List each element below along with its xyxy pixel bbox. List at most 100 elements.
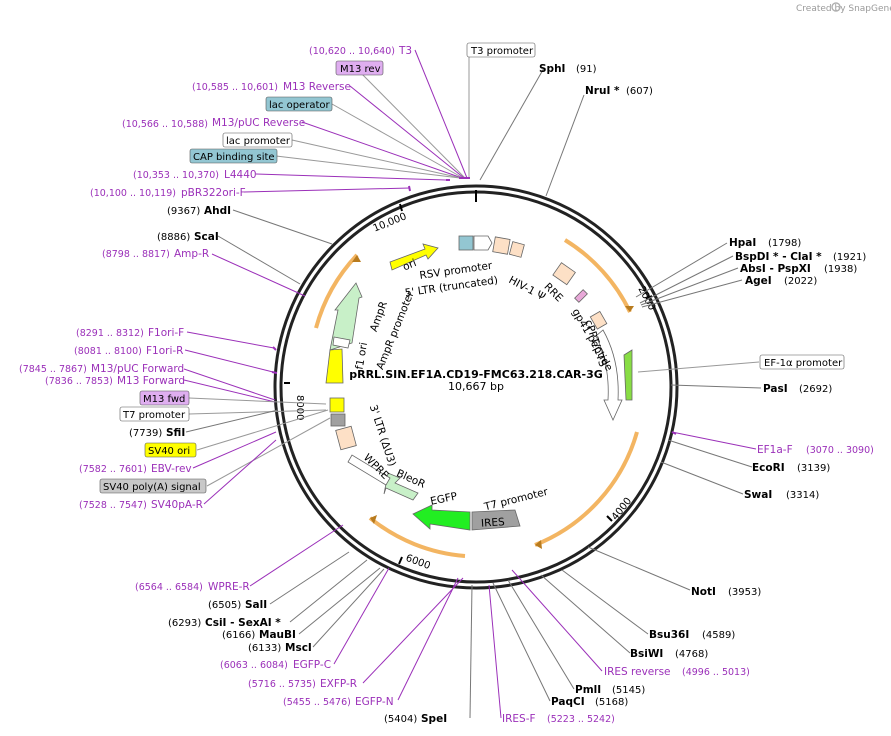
primer-name-ires-reverse[interactable]: IRES reverse bbox=[604, 666, 671, 678]
primer-name-m13puc-forward[interactable]: M13/pUC Forward bbox=[91, 363, 184, 375]
enzyme-pos-bspdi-clai: (1921) bbox=[833, 252, 866, 263]
box-label-t3-promoter[interactable]: T3 promoter bbox=[470, 46, 534, 57]
box-label-m13fwd[interactable]: M13 fwd bbox=[143, 394, 185, 405]
enzyme-name-pmli[interactable]: PmlI bbox=[575, 684, 601, 696]
primer-range-ires-reverse: (4996 .. 5013) bbox=[682, 667, 750, 678]
enzyme-name-bspdi-clai[interactable]: BspDI * - ClaI * bbox=[735, 251, 822, 263]
primer-marks bbox=[271, 177, 677, 435]
tick-mark-10000 bbox=[399, 203, 403, 212]
primer-name-ebv-rev[interactable]: EBV-rev bbox=[151, 463, 192, 475]
lac-promoter-box bbox=[222, 132, 293, 148]
primer-range-m13-reverse: (10,585 .. 10,601) bbox=[192, 82, 278, 93]
enzyme-name-bsiwi[interactable]: BsiWI bbox=[630, 648, 663, 660]
tick-label-4000: 4000 bbox=[610, 496, 634, 523]
enzyme-name-noti[interactable]: NotI bbox=[691, 586, 716, 598]
primer-name-l4440[interactable]: L4440 bbox=[224, 169, 257, 181]
enzyme-name-ahdi[interactable]: AhdI bbox=[204, 205, 231, 217]
backbone-outer bbox=[273, 184, 679, 590]
enzyme-pos-sfii: (7739) bbox=[129, 428, 162, 439]
enzyme-name-sfii[interactable]: SfiI bbox=[166, 427, 185, 439]
enzyme-pos-msci: (6133) bbox=[248, 643, 281, 654]
tick-mark-2000 bbox=[645, 295, 653, 300]
enzyme-name-msci[interactable]: MscI bbox=[285, 642, 312, 654]
feature-label-egfp: EGFP bbox=[429, 490, 458, 507]
box-label-cap-site[interactable]: CAP binding site bbox=[193, 152, 275, 163]
enzyme-pos-pasi: (2692) bbox=[799, 384, 832, 395]
feature-label-ampr: AmpR bbox=[368, 300, 390, 334]
enzyme-name-sali[interactable]: SalI bbox=[245, 599, 267, 611]
primer-name-sv40pa-r[interactable]: SV40pA-R bbox=[151, 499, 203, 511]
box-label-ef1a-promoter[interactable]: EF-1α promoter bbox=[764, 358, 843, 369]
primer-name-f1ori-f[interactable]: F1ori-F bbox=[148, 327, 184, 339]
enzyme-pos-noti: (3953) bbox=[728, 587, 761, 598]
enzyme-name-ecori[interactable]: EcoRI bbox=[752, 462, 785, 474]
feature-label-f1ori: f1 ori bbox=[354, 341, 371, 370]
enzyme-name-sphi[interactable]: SphI bbox=[539, 63, 565, 75]
primer-range-egfp-n: (5455 .. 5476) bbox=[283, 697, 351, 708]
plasmid-name: pRRL.SIN.EF1A.CD19-FMC63.218.CAR-3G bbox=[349, 368, 603, 381]
snapgene-logo-icon bbox=[831, 2, 841, 12]
primer-range-pbr322: (10,100 .. 10,119) bbox=[90, 188, 176, 199]
enzyme-name-paqci[interactable]: PaqCI bbox=[551, 696, 585, 708]
primer-range-ires-f: (5223 .. 5242) bbox=[547, 714, 615, 725]
feature-label-rre: RRE bbox=[542, 281, 566, 305]
primer-range-wpre-r: (6564 .. 6584) bbox=[135, 582, 203, 593]
enzyme-name-csii-sexai[interactable]: CsiI - SexAI * bbox=[205, 617, 281, 629]
tick-mark-4000 bbox=[606, 515, 613, 522]
primer-range-exfp-r: (5716 .. 5735) bbox=[248, 679, 316, 690]
enzyme-name-nrui[interactable]: NruI * bbox=[585, 85, 620, 97]
primer-name-ef1a-f[interactable]: EF1a-F bbox=[757, 444, 793, 456]
sv40-polya-box bbox=[99, 478, 207, 494]
enzyme-pos-absi-pspxi: (1938) bbox=[824, 264, 857, 275]
tick-label-2000: 2000 bbox=[635, 285, 657, 313]
t7-promoter-left-box bbox=[119, 406, 190, 422]
watermark-text: Created by SnapGene bbox=[796, 4, 891, 14]
enzyme-name-bsu36i[interactable]: Bsu36I bbox=[649, 629, 689, 641]
feature-label-t7: T7 promoter bbox=[482, 486, 550, 514]
enzyme-name-swai[interactable]: SwaI bbox=[744, 489, 772, 501]
primer-range-m13-forward: (7836 .. 7853) bbox=[45, 376, 113, 387]
enzyme-pos-nrui: (607) bbox=[626, 86, 653, 97]
enzyme-name-hpai[interactable]: HpaI bbox=[729, 237, 756, 249]
box-label-t7-promoter[interactable]: T7 promoter bbox=[122, 410, 186, 421]
enzyme-name-scai[interactable]: ScaI bbox=[194, 231, 219, 243]
enzyme-pos-maubi: (6166) bbox=[222, 630, 255, 641]
primer-range-m13puc-reverse: (10,566 .. 10,588) bbox=[122, 119, 208, 130]
enzyme-name-maubi[interactable]: MauBI bbox=[259, 629, 296, 641]
enzyme-pos-bsu36i: (4589) bbox=[702, 630, 735, 641]
enzyme-name-spei[interactable]: SpeI bbox=[421, 713, 447, 725]
box-label-sv40-polya[interactable]: SV40 poly(A) signal bbox=[103, 482, 201, 493]
primer-name-t3[interactable]: T3 bbox=[398, 45, 412, 57]
primer-name-exfp-r[interactable]: EXFP-R bbox=[320, 678, 357, 690]
primer-name-f1ori-r[interactable]: F1ori-R bbox=[146, 345, 183, 357]
feature-shapes bbox=[325, 235, 633, 531]
box-label-lac-promoter[interactable]: lac promoter bbox=[226, 136, 291, 147]
feature-label-5ltr: 5' LTR (truncated) bbox=[404, 274, 499, 299]
enzyme-pos-paqci: (5168) bbox=[595, 697, 628, 708]
primer-name-egfp-c[interactable]: EGFP-C bbox=[293, 659, 331, 671]
m13rev-box bbox=[335, 60, 384, 76]
box-label-m13rev[interactable]: M13 rev bbox=[340, 64, 381, 75]
primer-name-m13-reverse[interactable]: M13 Reverse bbox=[283, 81, 351, 93]
box-label-lac-operator[interactable]: lac operator bbox=[269, 100, 330, 111]
enzyme-pos-spei: (5404) bbox=[384, 714, 417, 725]
primer-name-m13puc-reverse[interactable]: M13/pUC Reverse bbox=[212, 117, 305, 129]
plasmid-length: 10,667 bp bbox=[448, 380, 504, 393]
primer-name-ampr[interactable]: Amp-R bbox=[174, 248, 209, 260]
enzyme-name-pasi[interactable]: PasI bbox=[763, 383, 788, 395]
primer-name-egfp-n[interactable]: EGFP-N bbox=[355, 696, 394, 708]
enzyme-name-absi-pspxi[interactable]: AbsI - PspXI bbox=[740, 263, 811, 275]
enzyme-name-agei[interactable]: AgeI bbox=[745, 275, 772, 287]
feature-label-ires: IRES bbox=[481, 516, 506, 530]
m13fwd-box bbox=[139, 390, 190, 406]
primer-name-pbr322[interactable]: pBR322ori-F bbox=[181, 187, 246, 199]
primer-name-ires-f[interactable]: IRES-F bbox=[502, 713, 536, 725]
sv40-ori-box bbox=[144, 442, 197, 458]
enzyme-pos-hpai: (1798) bbox=[768, 238, 801, 249]
primer-name-wpre-r[interactable]: WPRE-R bbox=[208, 581, 250, 593]
orf-arrowheads bbox=[352, 255, 634, 549]
feature-label-ori: ori bbox=[401, 257, 418, 273]
primer-name-m13-forward[interactable]: M13 Forward bbox=[117, 375, 185, 387]
box-label-sv40-ori[interactable]: SV40 ori bbox=[148, 446, 190, 457]
